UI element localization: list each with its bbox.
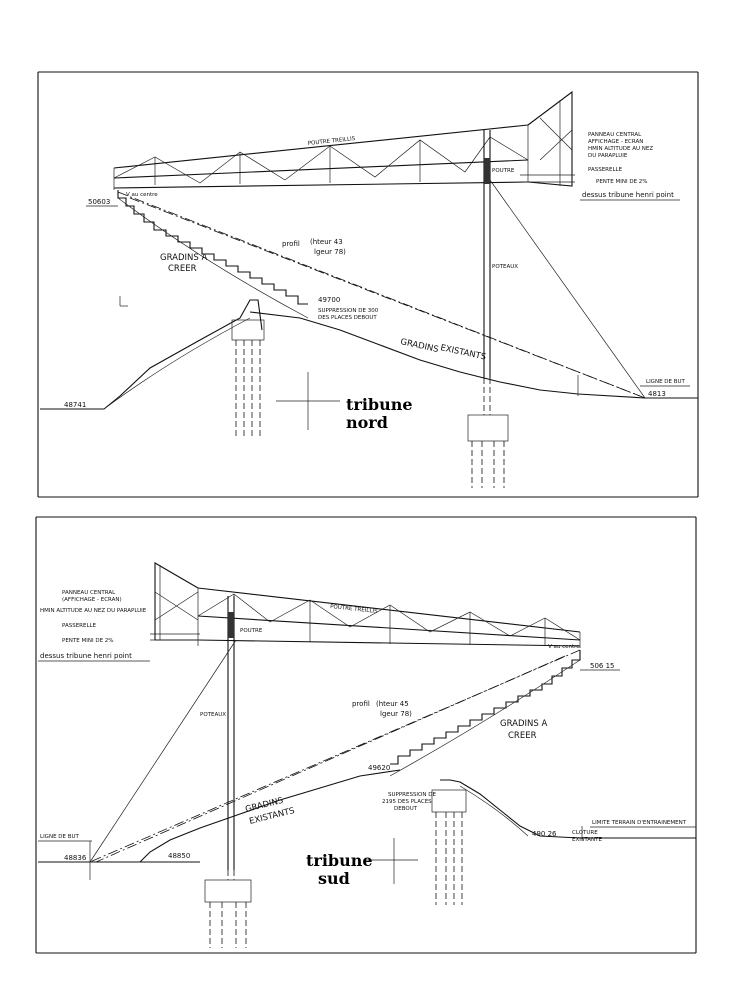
south-label-profil: profil: [352, 700, 370, 708]
north-label-gradins-existants-1: GRADINS: [399, 337, 439, 355]
north-label-poteaux: POTEAUX: [492, 264, 518, 270]
north-label-passerelle: PASSERELLE: [588, 167, 623, 173]
north-roof-sightline: [489, 179, 646, 399]
north-label-dessus: dessus tribune henri point: [582, 191, 674, 199]
north-left-slope: [40, 299, 263, 410]
south-label-suppression-1: SUPPRESSION DE: [388, 792, 436, 798]
north-label-profil: profil: [282, 240, 300, 248]
south-level-top: 506 15: [590, 662, 615, 670]
north-label-parapluie: DU PARAPLUIE: [588, 153, 628, 159]
north-level-right: 4813: [648, 390, 666, 398]
south-label-hauteur: (hteur 45: [376, 700, 409, 708]
south-label-v-centre: V au centre: [548, 644, 580, 650]
south-label-suppression-2: 2195 DES PLACES: [382, 799, 432, 805]
south-label-suppression-3: DEBOUT: [394, 806, 418, 812]
south-label-pente: PENTE MINI DE 2%: [62, 638, 114, 644]
south-level-mid: 49620: [368, 764, 390, 772]
north-label-affichage: AFFICHAGE - ECRAN: [588, 139, 643, 145]
south-label-passerelle: PASSERELLE: [62, 623, 97, 629]
north-new-stands: [117, 190, 308, 305]
south-label-dessus: dessus tribune henri point: [40, 652, 132, 660]
south-label-creer: CREER: [508, 731, 537, 741]
north-level-top: 50603: [88, 198, 110, 206]
north-sightline-2: [129, 197, 641, 397]
south-existing-stands: [139, 769, 401, 863]
south-column: [204, 596, 252, 948]
south-label-poutre: POUTRE: [240, 628, 263, 634]
south-sightline-2: [95, 655, 566, 863]
south-label-poutre-treillis: POUTRE TREILLIS: [330, 604, 378, 615]
north-label-creer: CREER: [168, 264, 197, 274]
north-level-left: 48741: [64, 401, 86, 409]
south-label-poteaux: POTEAUX: [200, 712, 226, 718]
south-pier-cap: [431, 789, 467, 813]
north-label-suppression-2: DES PLACES DEBOUT: [318, 315, 377, 321]
north-label-hmin: HMIN ALTITUDE AU NEZ: [588, 146, 653, 152]
south-roof-truss: [150, 562, 581, 648]
north-label-suppression-1: SUPPRESSION DE 300: [318, 308, 379, 314]
south-label-limite: LIMITE TERRAIN D'ENTRAINEMENT: [592, 820, 687, 826]
south-label-largeur: lgeur 78): [380, 710, 412, 718]
north-existing-stands: [249, 311, 646, 399]
north-label-gradins-a: GRADINS A: [160, 253, 207, 263]
north-label-poutre: POUTRE: [492, 168, 515, 174]
north-label-poutre-treillis: POUTRE TREILLIS: [308, 136, 356, 147]
north-label-ligne-but: LIGNE DE BUT: [646, 379, 686, 385]
north-panel: PANNEAU CENTRAL AFFICHAGE - ECRAN HMIN A…: [37, 71, 699, 498]
south-title-line1: tribune: [306, 851, 373, 870]
south-level-right: 490 26: [532, 830, 557, 838]
south-level-left: 48836: [64, 854, 87, 862]
north-level-mid: 49700: [318, 296, 340, 304]
south-label-ligne-but: LIGNE DE BUT: [40, 834, 80, 840]
north-title-line2: nord: [346, 413, 388, 432]
north-label-hauteur: (hteur 43: [310, 238, 343, 246]
north-label-gradins-existants-2: EXISTANTS: [439, 343, 486, 362]
south-roof-sightline: [89, 639, 237, 863]
north-pier-cap: [231, 319, 265, 341]
south-new-stands: [390, 650, 581, 765]
south-title-line2: sud: [318, 869, 350, 888]
north-label-largeur: lgeur 78): [314, 248, 346, 256]
south-panel: PANNEAU CENTRAL (AFFICHAGE - ECRAN) HMIN…: [35, 516, 697, 954]
south-label-gradins-a: GRADINS A: [500, 719, 547, 729]
north-label-v-centre: V au centre: [126, 192, 158, 198]
north-roof-truss: [113, 90, 575, 190]
north-label-panneau: PANNEAU CENTRAL: [588, 132, 642, 138]
south-level-left2: 48850: [168, 852, 190, 860]
north-label-pente: PENTE MINI DE 2%: [596, 179, 648, 185]
south-label-affichage: (AFFICHAGE - ECRAN): [62, 597, 122, 603]
south-label-panneau: PANNEAU CENTRAL: [62, 590, 116, 596]
south-sightline-1: [89, 649, 581, 863]
north-column: [467, 130, 509, 488]
south-label-hmin: HMIN ALTITUDE AU NEZ DU PARAPLUIE: [40, 608, 147, 614]
south-label-cloture-2: EXISTANTE: [572, 837, 603, 843]
north-title-line1: tribune: [346, 395, 413, 414]
south-label-cloture-1: CLOTURE: [572, 830, 598, 836]
north-sightline-1: [117, 191, 646, 399]
south-right-slope: [440, 779, 696, 839]
